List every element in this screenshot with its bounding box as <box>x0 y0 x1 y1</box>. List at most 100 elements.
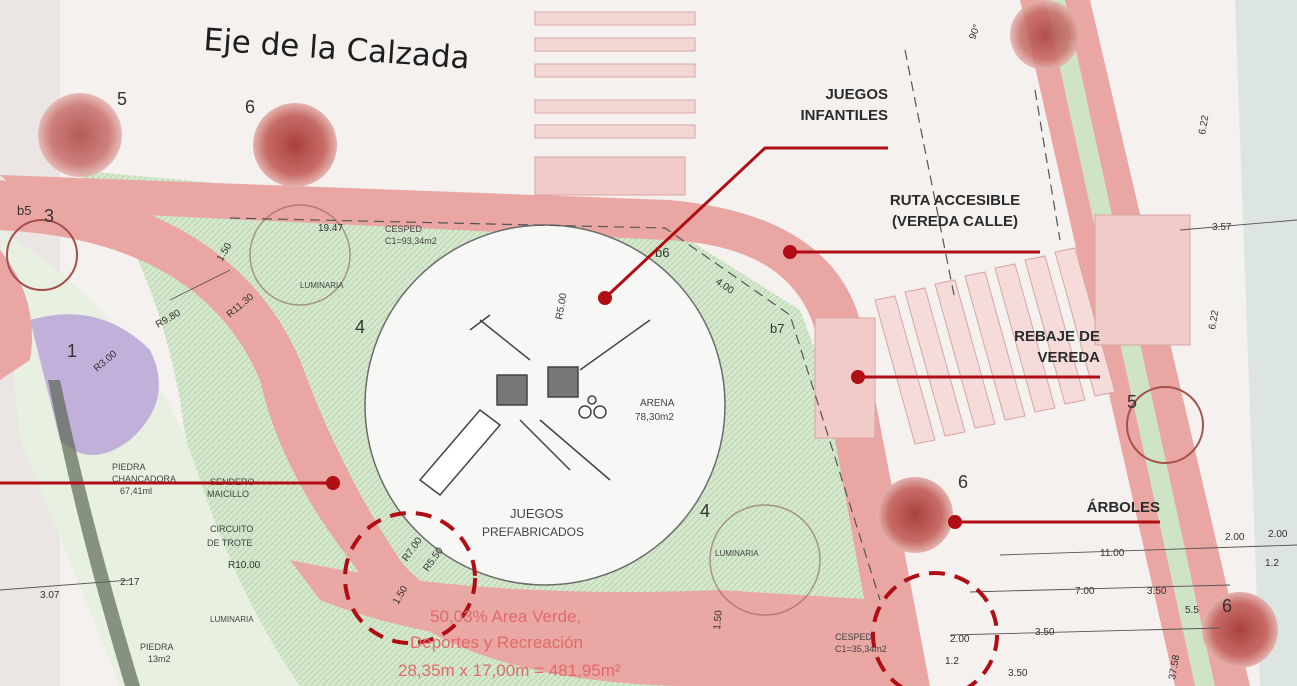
markers: 5 6 3 4 4 1 5 6 6 b5 b6 b7 <box>17 89 1232 616</box>
callout-line: INFANTILES <box>800 107 888 124</box>
juegos-label: JUEGOS <box>510 506 564 521</box>
playground-circle <box>364 224 726 586</box>
arena-label: ARENA <box>640 398 675 409</box>
dimension: 2.00 <box>950 634 970 645</box>
callout-dots <box>326 245 962 529</box>
callout-line: REBAJE DE <box>1014 328 1100 345</box>
luminaria-1: LUMINARIA <box>300 281 344 290</box>
cesped-top-area: C1=93,34m2 <box>385 236 437 246</box>
cesped-top-label: CESPED <box>385 224 423 234</box>
dimension: R5.00 <box>554 292 570 321</box>
callout-ruta-accesible: RUTA ACCESIBLE (VEREDA CALLE) <box>850 190 1060 232</box>
trees <box>6 0 1278 668</box>
dimension: 3.50 <box>1147 586 1167 597</box>
plan-labels: CESPED C1=93,34m2 ARENA 78,30m2 JUEGOS P… <box>112 224 887 680</box>
piedra-2-area: 13m2 <box>148 654 171 664</box>
tree-4-left <box>249 204 351 306</box>
luminaria-2: LUMINARIA <box>715 549 759 558</box>
area-verde-1: 50,03% Area Verde, <box>430 607 581 626</box>
dimension: 1.2 <box>1265 558 1279 569</box>
highlight-circle-right <box>871 571 999 686</box>
circuito: CIRCUITO <box>210 524 253 534</box>
marker: 5 <box>1127 392 1137 412</box>
marker: 1 <box>67 341 77 361</box>
piedra-1: PIEDRA <box>112 462 146 472</box>
marker: b5 <box>17 203 31 218</box>
piedra-1b: CHANCADORA <box>112 474 176 484</box>
top-crosswalk <box>534 11 696 196</box>
dimension: 90° <box>967 23 983 41</box>
dimension: 2.00 <box>1268 529 1288 540</box>
callout-line: (VEREDA CALLE) <box>891 213 1019 230</box>
area-verde-2: Deportes y Recreación <box>410 633 583 652</box>
area-verde-3: 28,35m x 17,00m = 481,95m² <box>398 661 621 680</box>
tree-6-bottom <box>1202 592 1278 668</box>
dimension: 11.00 <box>1100 548 1125 559</box>
dimension: 1.2 <box>945 656 959 667</box>
dimension: 2.00 <box>1225 532 1245 543</box>
dimension: 7.00 <box>1075 586 1095 597</box>
callout-juegos-infantiles: JUEGOS INFANTILES <box>720 84 888 126</box>
cesped-bottom-area: C1=35,34m2 <box>835 644 887 654</box>
tree-3 <box>6 219 78 291</box>
tree-top-right <box>1010 0 1080 70</box>
tree-5-top <box>38 93 122 177</box>
dimension: 6.22 <box>1197 114 1211 136</box>
callout-arboles: ÁRBOLES <box>1086 499 1160 516</box>
luminaria-3: LUMINARIA <box>210 615 254 624</box>
dot-ruta <box>783 245 797 259</box>
marker: 4 <box>700 501 710 521</box>
dimension: 3.50 <box>1008 668 1028 679</box>
tree-5-right <box>1126 386 1204 464</box>
dimension: 3.50 <box>1035 627 1055 638</box>
cesped-bottom: CESPED <box>835 632 873 642</box>
dimension: 2.17 <box>120 577 140 588</box>
piedra-2: PIEDRA <box>140 642 174 652</box>
right-crosswalk <box>814 214 1191 445</box>
callout-line: JUEGOS <box>825 86 888 103</box>
dimension: 1.50 <box>712 609 725 630</box>
left-arc <box>0 250 32 380</box>
marker: 5 <box>117 89 127 109</box>
leader-juegos <box>603 146 888 300</box>
dimension: 19.47 <box>318 223 343 234</box>
callout-rebaje-vereda: REBAJE DE VEREDA <box>960 326 1100 368</box>
callout-leaders <box>0 146 1160 524</box>
dot-arboles <box>948 515 962 529</box>
marker: 6 <box>245 97 255 117</box>
marker: 3 <box>44 206 54 226</box>
dot-left <box>326 476 340 490</box>
callout-line: RUTA ACCESIBLE <box>889 192 1021 209</box>
marker: 6 <box>1222 596 1232 616</box>
tree-6-right <box>877 477 953 553</box>
dimension: 3.07 <box>40 590 60 601</box>
lower-pink-band <box>290 560 890 650</box>
dimension: 6.22 <box>1207 309 1221 331</box>
marker: 4 <box>355 317 365 337</box>
dimension: R10.00 <box>228 560 261 571</box>
arena-area: 78,30m2 <box>635 412 674 423</box>
highlight-circle-left <box>343 511 477 645</box>
tree-4-right <box>709 504 821 616</box>
dimension: 5.5 <box>1185 605 1199 616</box>
curved-pink-path <box>0 180 890 686</box>
dot-juegos <box>598 291 612 305</box>
marker: 6 <box>958 472 968 492</box>
dashed-lines <box>229 49 1061 601</box>
maicillo: MAICILLO <box>207 489 249 499</box>
playground-equipment <box>418 314 651 497</box>
prefabricados-label: PREFABRICADOS <box>482 525 584 539</box>
dot-rebaje <box>851 370 865 384</box>
callout-line: VEREDA <box>1037 349 1100 366</box>
dimension: 37.58 <box>1167 654 1182 681</box>
dimension: 3.57 <box>1212 222 1232 233</box>
tree-6-top <box>253 103 337 187</box>
right-edge-block <box>1235 0 1297 686</box>
stone-strip <box>48 380 140 686</box>
trote: DE TROTE <box>207 538 252 548</box>
piedra-1-area: 67,41ml <box>120 486 152 496</box>
marker: b7 <box>770 321 784 336</box>
dimension-lines <box>0 219 1297 636</box>
